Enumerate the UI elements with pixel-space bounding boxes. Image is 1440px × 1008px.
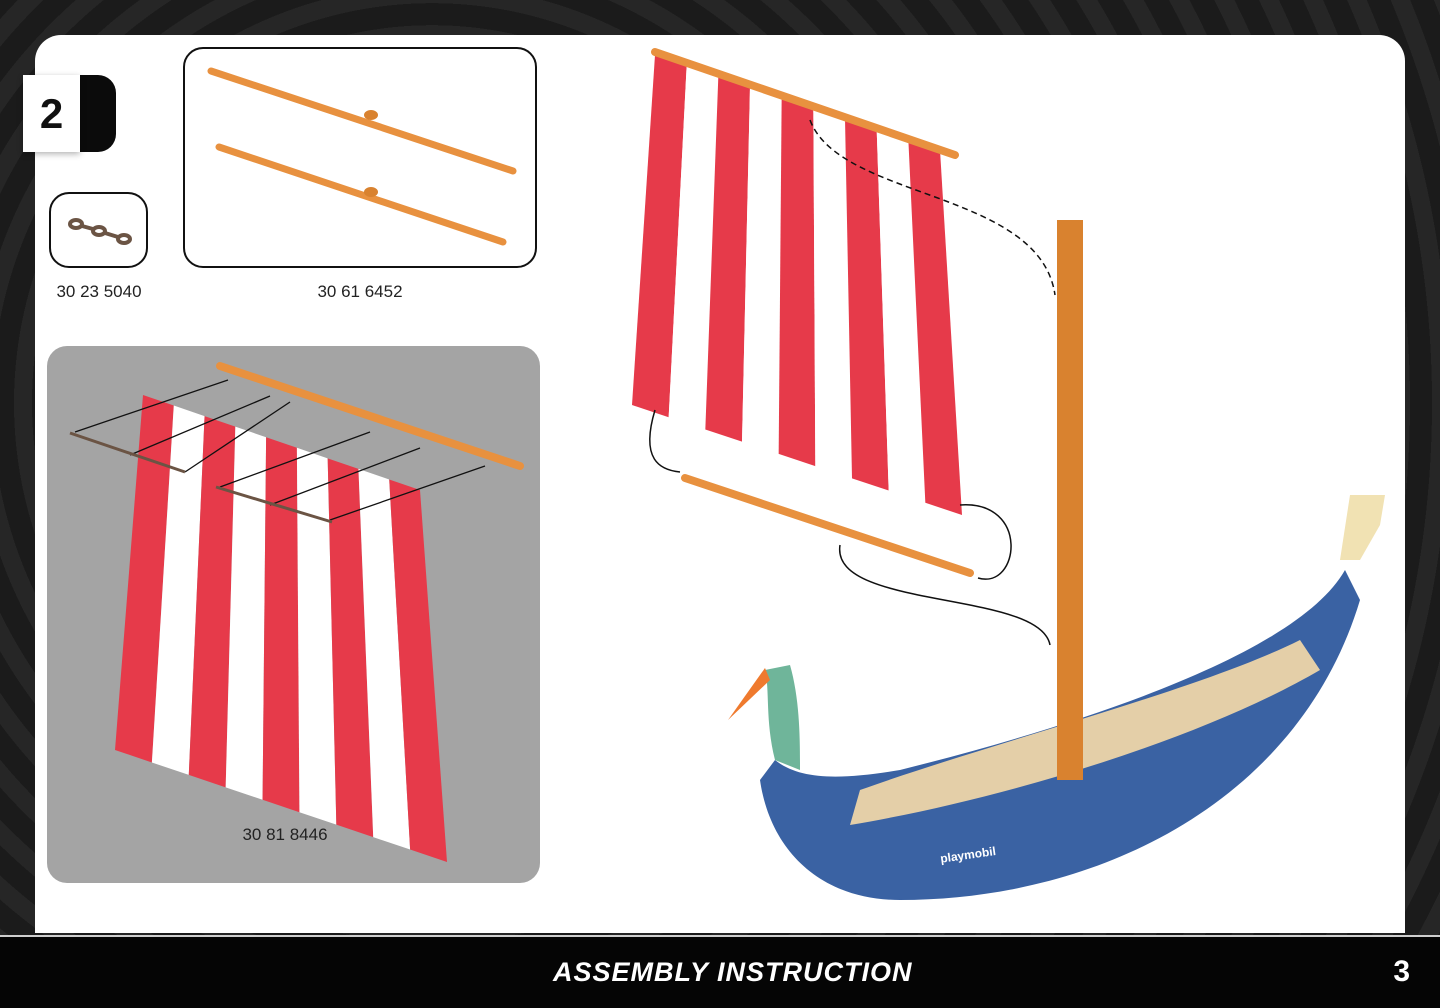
sail-stripe xyxy=(705,76,750,442)
sail-stripe xyxy=(358,468,411,850)
sail-stripe xyxy=(225,426,267,800)
yard-spar-main xyxy=(651,48,959,159)
sail-stripe xyxy=(876,128,926,503)
sail-stripe xyxy=(151,405,205,775)
mast xyxy=(1057,220,1083,780)
part-number-sail: 30 81 8446 xyxy=(242,825,328,844)
assembly-arrows xyxy=(649,119,1056,646)
footer-bar: ASSEMBLY INSTRUCTION 3 xyxy=(0,935,1440,1008)
sail-main xyxy=(632,55,962,515)
sail-stripe xyxy=(632,55,687,418)
step-badge: 2 xyxy=(23,75,116,152)
attach-arrows xyxy=(74,379,486,521)
page-number: 3 xyxy=(1393,955,1410,988)
stern-ornament xyxy=(1340,495,1385,560)
footer-title: ASSEMBLY INSTRUCTION xyxy=(553,957,913,987)
chain-icon xyxy=(68,218,132,245)
sail-stripe xyxy=(668,65,719,430)
sail-detail xyxy=(115,395,447,862)
sail-stripe xyxy=(908,139,962,515)
yard-spar-detail xyxy=(216,362,524,470)
sail-stripe xyxy=(389,479,447,862)
sail-stripe xyxy=(262,437,300,813)
part-number-spars: 30 61 6452 xyxy=(317,282,403,301)
part-box-spars xyxy=(183,47,537,268)
chain-detail xyxy=(69,431,333,524)
bird-figurehead xyxy=(765,665,800,770)
sail-stripe xyxy=(845,118,889,491)
step-number: 2 xyxy=(23,75,80,152)
sail-stripe xyxy=(115,395,174,763)
part-number-chain: 30 23 5040 xyxy=(56,282,142,301)
boom-spar-main xyxy=(681,474,974,577)
sail-stripe xyxy=(813,107,852,479)
sail-stripe xyxy=(296,447,337,825)
sail-stripe xyxy=(742,86,782,454)
sail-stripe xyxy=(188,416,236,788)
boat-deck xyxy=(850,640,1320,825)
part-box-chain xyxy=(49,192,148,268)
sail-stripe xyxy=(327,458,374,838)
sail-stripe xyxy=(778,97,816,467)
yard-spar-icon xyxy=(207,67,517,246)
